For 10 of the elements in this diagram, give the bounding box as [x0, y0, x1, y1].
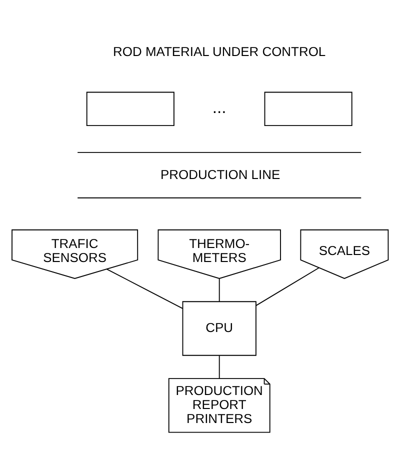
- label: ...: [212, 97, 226, 116]
- connector: [218, 354, 220, 378]
- label: PRODUCTION LINE: [160, 166, 280, 182]
- label: ROD MATERIAL UNDER CONTROL: [113, 43, 326, 58]
- node-box: CPU: [182, 300, 256, 356]
- connector: [106, 268, 183, 308]
- node-box: [264, 91, 352, 126]
- connector: [218, 278, 220, 302]
- connector: [256, 266, 320, 306]
- node-box: [86, 91, 174, 126]
